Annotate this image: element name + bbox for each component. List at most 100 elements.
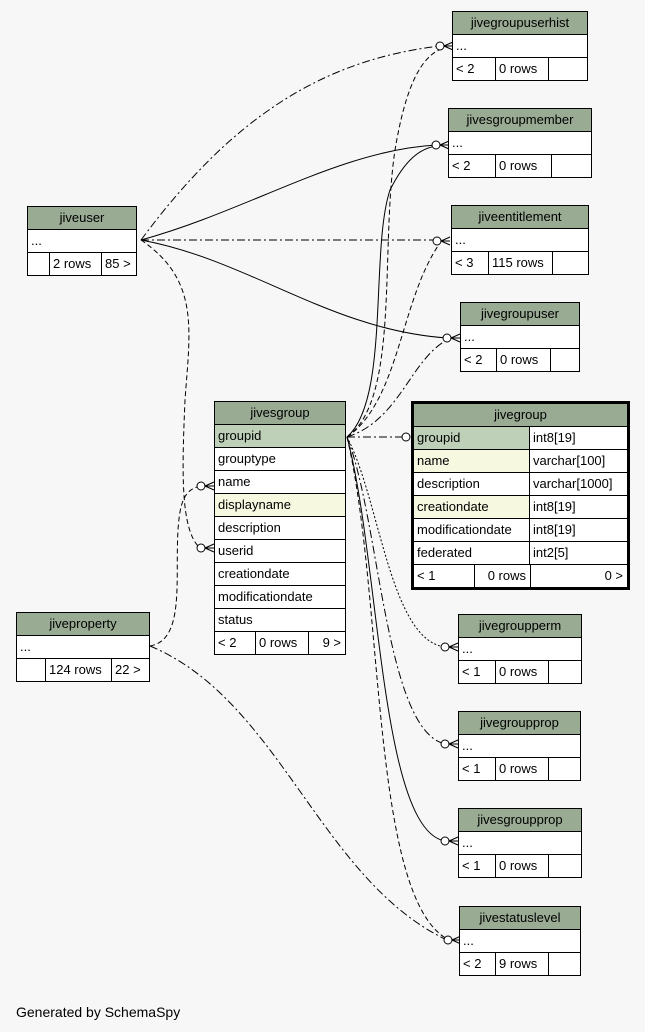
table-jivesgroupprop[interactable]: jivesgroupprop ... < 1 0 rows bbox=[458, 808, 582, 878]
column-type: varchar[100] bbox=[529, 450, 627, 472]
table-stats-row: < 1 0 rows bbox=[459, 855, 581, 877]
stat-rows: 0 rows bbox=[495, 855, 548, 877]
table-jivesgroupmember[interactable]: jivesgroupmember ... < 2 0 rows bbox=[448, 108, 592, 178]
stat-parents: < 1 bbox=[462, 858, 481, 873]
table-header: jiveuser bbox=[28, 207, 136, 230]
table-jivegroup[interactable]: jivegroup groupid int8[19] name varchar[… bbox=[411, 401, 630, 590]
edge-jivesgroup-jivegroupuser bbox=[346, 339, 448, 438]
table-column-row: ... bbox=[460, 930, 580, 953]
column-name: groupid bbox=[218, 428, 262, 443]
stat-parents: < 3 bbox=[455, 255, 474, 270]
table-jivegroupprop[interactable]: jivegroupprop ... < 1 0 rows bbox=[458, 711, 581, 781]
stat-rows: 0 rows bbox=[474, 565, 530, 587]
stat-children bbox=[548, 855, 581, 877]
table-stats-row: < 2 0 rows bbox=[453, 58, 587, 80]
table-header: jivestatuslevel bbox=[460, 907, 580, 930]
column-row-indexed: creationdate int8[19] bbox=[414, 496, 627, 519]
edge-jiveproperty-jivesgroup-name bbox=[149, 485, 201, 647]
column-row-primary-key: groupid bbox=[215, 425, 345, 448]
column-name: ... bbox=[452, 135, 463, 150]
table-header: jivegroup bbox=[414, 404, 627, 427]
table-header: jivesgroupmember bbox=[449, 109, 591, 132]
stat-rows: 0 rows bbox=[495, 155, 551, 177]
table-stats-row: < 2 0 rows bbox=[449, 155, 591, 177]
marker-jivegroup bbox=[401, 432, 411, 442]
table-header: jiveentitlement bbox=[452, 206, 588, 229]
stat-parents: < 2 bbox=[218, 635, 237, 650]
table-stats-row: < 3 115 rows bbox=[452, 252, 588, 274]
marker-jivesgroupmember bbox=[431, 140, 441, 150]
table-column-row: ... bbox=[28, 230, 136, 253]
table-header: jivegroupperm bbox=[459, 615, 581, 638]
column-row: status bbox=[215, 609, 345, 632]
edge-jiveuser-jivegroupuserhist bbox=[140, 45, 441, 241]
table-header: jivesgroup bbox=[215, 402, 345, 425]
table-jivegroupuser[interactable]: jivegroupuser ... < 2 0 rows bbox=[460, 302, 580, 372]
table-stats-row: 124 rows 22 > bbox=[17, 659, 149, 681]
column-row-indexed: displayname bbox=[215, 494, 345, 517]
column-row: modificationdate bbox=[215, 586, 345, 609]
table-jivestatuslevel[interactable]: jivestatuslevel ... < 2 9 rows bbox=[459, 906, 581, 976]
column-name: creationdate bbox=[417, 499, 489, 514]
column-name: ... bbox=[31, 233, 42, 248]
stat-children bbox=[548, 953, 580, 975]
table-header: jivegroupuserhist bbox=[453, 12, 587, 35]
column-row: creationdate bbox=[215, 563, 345, 586]
column-name: ... bbox=[462, 738, 473, 753]
column-name: ... bbox=[463, 933, 474, 948]
stat-children: 85 > bbox=[101, 253, 136, 275]
column-row: grouptype bbox=[215, 448, 345, 471]
column-row: description bbox=[215, 517, 345, 540]
stat-children bbox=[550, 349, 579, 371]
column-type: varchar[1000] bbox=[529, 473, 627, 495]
stat-rows: 0 rows bbox=[495, 661, 548, 683]
edge-jiveuser-jivesgroupmember bbox=[140, 144, 438, 241]
edge-jiveproperty-jivestatuslevel bbox=[149, 645, 448, 941]
marker-jivesgroup-name bbox=[196, 481, 206, 491]
edge-jiveuser-jivegroupuser bbox=[140, 239, 448, 339]
table-jivegroupuserhist[interactable]: jivegroupuserhist ... < 2 0 rows bbox=[452, 11, 588, 81]
column-name: modificationdate bbox=[417, 522, 512, 537]
table-jivegroupperm[interactable]: jivegroupperm ... < 1 0 rows bbox=[458, 614, 582, 684]
edge-jivesgroup-jivesgroupmember bbox=[346, 145, 438, 438]
stat-parents bbox=[28, 253, 49, 275]
table-stats-row: < 1 0 rows bbox=[459, 661, 581, 683]
stat-rows: 0 rows bbox=[496, 349, 550, 371]
table-jiveproperty[interactable]: jiveproperty ... 124 rows 22 > bbox=[16, 612, 150, 682]
edge-jivesgroup-jivegroupuserhist bbox=[346, 47, 445, 438]
column-name: groupid bbox=[417, 430, 461, 445]
stat-rows: 0 rows bbox=[495, 758, 548, 780]
column-row-indexed: name varchar[100] bbox=[414, 450, 627, 473]
column-name: name bbox=[417, 453, 450, 468]
stat-rows: 9 rows bbox=[495, 953, 548, 975]
table-jiveuser[interactable]: jiveuser ... 2 rows 85 > bbox=[27, 206, 137, 276]
column-row: modificationdate int8[19] bbox=[414, 519, 627, 542]
marker-jivegroupprop bbox=[440, 739, 450, 749]
column-type: int2[5] bbox=[529, 542, 627, 564]
stat-parents: < 1 bbox=[417, 568, 436, 583]
table-stats-row: < 2 0 rows bbox=[461, 349, 579, 371]
column-name: status bbox=[218, 612, 253, 627]
column-name: ... bbox=[462, 641, 473, 656]
stat-parents: < 1 bbox=[462, 664, 481, 679]
table-column-row: ... bbox=[461, 326, 579, 349]
column-name: federated bbox=[417, 545, 472, 560]
column-name: name bbox=[218, 474, 251, 489]
stat-parents bbox=[17, 659, 45, 681]
table-stats-row: < 1 0 rows 0 > bbox=[414, 565, 627, 587]
edge-jivesgroup-jivesgroupprop bbox=[346, 436, 446, 842]
table-jiveentitlement[interactable]: jiveentitlement ... < 3 115 rows bbox=[451, 205, 589, 275]
stat-rows: 0 rows bbox=[255, 632, 308, 654]
table-column-row: ... bbox=[452, 229, 588, 252]
marker-jivesgroup-userid bbox=[196, 543, 206, 553]
column-type: int8[19] bbox=[529, 427, 627, 449]
table-column-row: ... bbox=[453, 35, 587, 58]
stat-parents: < 2 bbox=[456, 61, 475, 76]
marker-jivestatuslevel bbox=[443, 935, 453, 945]
marker-jivesgroupprop bbox=[440, 836, 450, 846]
table-jivesgroup[interactable]: jivesgroup groupid grouptype name displa… bbox=[214, 401, 346, 655]
table-header: jiveproperty bbox=[17, 613, 149, 636]
column-name: ... bbox=[20, 639, 31, 654]
stat-parents: < 2 bbox=[464, 352, 483, 367]
